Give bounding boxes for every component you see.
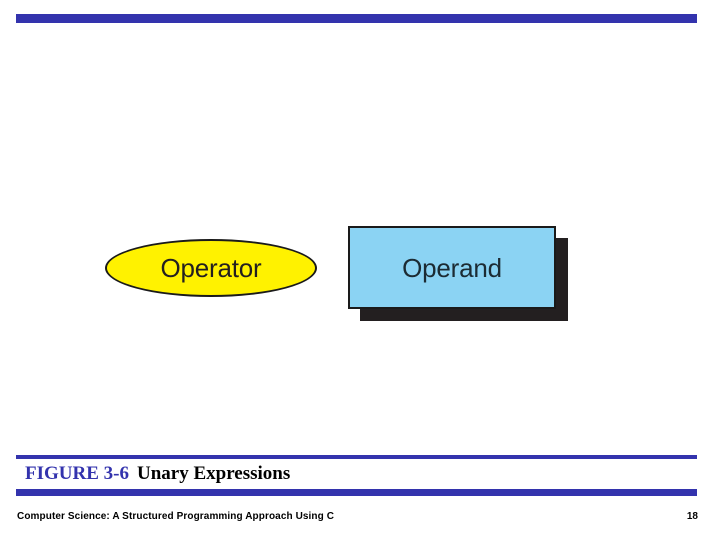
caption-title-text: Unary Expressions <box>136 463 291 484</box>
top-divider-rule <box>16 14 697 23</box>
figure-diagram-area: Operator Operand <box>0 30 720 445</box>
footer-page-number: 18 <box>686 511 698 522</box>
operand-shape-label: Operand <box>402 252 502 283</box>
operand-box-group: Operand <box>348 226 568 321</box>
caption-top-rule <box>16 455 697 459</box>
operator-shape-label: Operator <box>160 253 262 283</box>
figure-caption: FIGURE 3-6 Unary Expressions <box>25 462 625 486</box>
slide-footer: Computer Science: A Structured Programmi… <box>0 510 720 530</box>
caption-figure-number: FIGURE 3-6 <box>25 463 129 484</box>
operator-ellipse-shape: Operator <box>105 239 317 297</box>
footer-source-text: Computer Science: A Structured Programmi… <box>17 511 335 522</box>
operand-rectangle-shape: Operand <box>348 226 556 309</box>
caption-bottom-rule <box>16 489 697 496</box>
